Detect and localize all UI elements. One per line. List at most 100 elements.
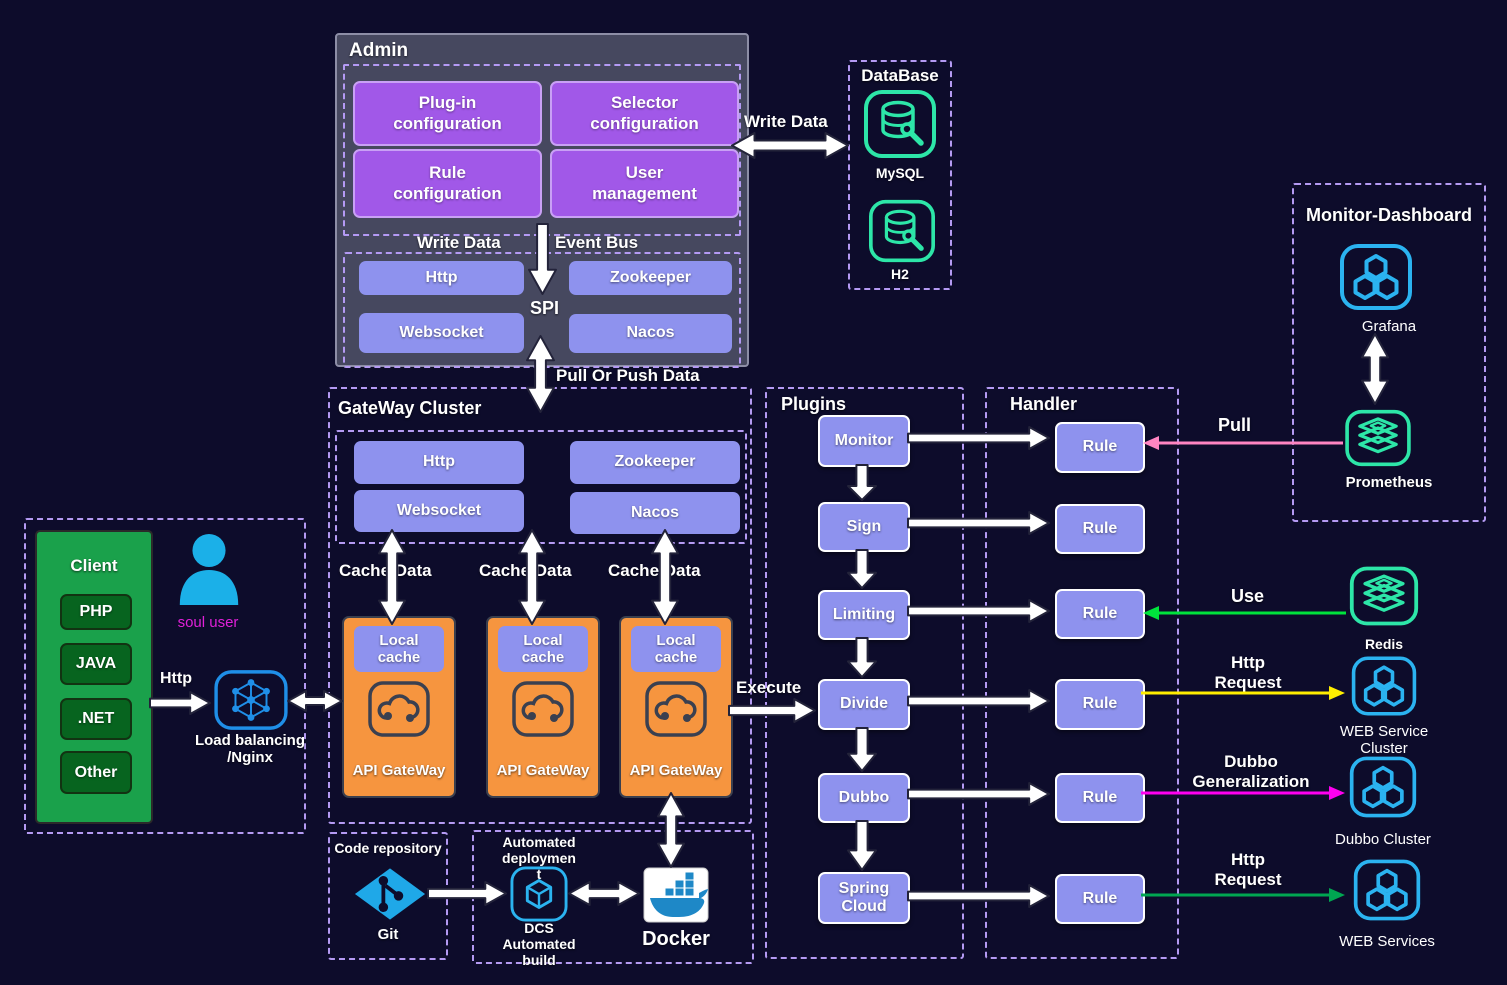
mysql-label: MySQL xyxy=(875,165,925,181)
pull-or-push-label: Pull Or Push Data xyxy=(556,366,700,385)
gateway-sync-group xyxy=(335,430,747,544)
plugin-rule-arrow-1 xyxy=(907,426,1050,450)
client-other-box: Other xyxy=(60,751,132,794)
admin-spi-arrow xyxy=(528,223,557,295)
prometheus-icon xyxy=(1339,408,1417,468)
database-box: DataBase MySQL H2 xyxy=(848,60,952,290)
dubbo-cluster-icon xyxy=(1348,752,1418,822)
automated-deployment-box: Automated deployment DCS Automated build… xyxy=(472,830,754,968)
plugin-limiting-box: Limiting xyxy=(818,590,910,640)
gateway-http-box: Http xyxy=(354,441,524,484)
plugin-configuration-box: Plug-in configuration xyxy=(353,81,542,146)
gateway-cluster-title: GateWay Cluster xyxy=(338,398,482,418)
selector-configuration-box: Selector configuration xyxy=(550,81,739,146)
http-request-label: Http Request xyxy=(1214,653,1282,692)
automated-deployment-title: Automated deployment xyxy=(502,834,576,883)
admin-nacos-box: Nacos xyxy=(569,314,732,353)
client-http-label: Http xyxy=(160,670,192,687)
nginx-gateway-arrow xyxy=(287,690,343,712)
rule-box-2: Rule xyxy=(1055,504,1145,554)
admin-panel: Admin Plug-in configuration Selector con… xyxy=(335,33,749,368)
cache-data-label-3: Cache Data xyxy=(608,561,701,580)
use-arrow xyxy=(1143,606,1346,620)
git-label: Git xyxy=(377,926,399,943)
pull-arrow xyxy=(1143,436,1343,450)
git-icon xyxy=(354,866,426,922)
admin-zookeeper-box: Zookeeper xyxy=(569,261,732,295)
rule-box-6: Rule xyxy=(1055,874,1145,924)
cache-data-label-1: Cache Data xyxy=(339,561,432,580)
plugin-springcloud-box: Spring Cloud xyxy=(818,872,910,924)
http-request-arrow-2 xyxy=(1141,888,1345,902)
redis-icon xyxy=(1348,561,1420,631)
dubbo-generalization-arrow xyxy=(1141,786,1345,800)
user-management-box: User management xyxy=(550,149,739,218)
client-panel: Client PHP JAVA .NET Other xyxy=(35,530,153,824)
plugin-rule-arrow-3 xyxy=(907,599,1050,623)
cloud-gateway-icon-2 xyxy=(511,680,575,738)
cache-data-arrow-3 xyxy=(651,529,679,625)
api-gateway-label-2: API GateWay xyxy=(496,762,590,779)
execute-label: Execute xyxy=(736,678,802,697)
plugin-monitor-box: Monitor xyxy=(818,415,910,467)
plugin-chain-arrow-4 xyxy=(847,727,877,772)
plugin-sign-box: Sign xyxy=(818,502,910,552)
grafana-prometheus-arrow xyxy=(1361,333,1389,405)
handler-box: Handler Rule Rule Rule Rule Rule Rule xyxy=(985,387,1179,959)
plugin-rule-arrow-5 xyxy=(907,782,1050,806)
prometheus-label: Prometheus xyxy=(1345,474,1433,491)
api-gateway-node-3: Local cache API GateWay xyxy=(619,616,733,798)
plugin-rule-arrow-2 xyxy=(907,511,1050,535)
dubbo-cluster-label: Dubbo Cluster xyxy=(1335,831,1431,848)
handler-title: Handler xyxy=(1010,394,1078,414)
http-request-label-2: Http Request xyxy=(1214,850,1282,889)
gateway-websocket-box: Websocket xyxy=(354,490,524,532)
rule-box-3: Rule xyxy=(1055,589,1145,639)
rule-box-5: Rule xyxy=(1055,773,1145,823)
plugin-rule-arrow-4 xyxy=(907,689,1050,713)
local-cache-box-2: Local cache xyxy=(498,626,588,672)
plugin-chain-arrow-2 xyxy=(847,549,877,589)
client-box: Client PHP JAVA .NET Other soul user Htt… xyxy=(24,518,306,834)
gateway-zookeeper-box: Zookeeper xyxy=(570,441,740,484)
soul-user-label: soul user xyxy=(177,614,239,631)
spi-label: SPI xyxy=(530,298,560,318)
web-service-cluster-label: WEB Service Cluster xyxy=(1339,723,1429,758)
load-balancer-icon xyxy=(212,668,290,732)
cache-data-arrow-1 xyxy=(378,529,406,625)
http-request-arrow xyxy=(1141,686,1345,700)
client-title: Client xyxy=(70,556,118,575)
web-services-icon xyxy=(1352,855,1422,925)
event-bus-label: Event Bus xyxy=(555,233,639,252)
client-php-box: PHP xyxy=(60,594,132,630)
code-repository-title: Code repository xyxy=(334,840,442,856)
client-java-box: JAVA xyxy=(60,643,132,685)
admin-http-box: Http xyxy=(359,261,524,295)
dubbo-generalization-label: Dubbo Generalization xyxy=(1192,752,1310,791)
plugins-box: Plugins Monitor Sign Limiting Divide Dub… xyxy=(765,387,964,959)
load-balancer-label: Load balancing /Nginx xyxy=(194,732,305,767)
cloud-gateway-icon-3 xyxy=(644,680,708,738)
client-dotnet-box: .NET xyxy=(60,698,132,740)
h2-database-icon xyxy=(864,198,940,264)
dcs-icon xyxy=(509,865,569,923)
dcs-docker-arrow xyxy=(568,881,640,906)
write-data-db-label: Write Data xyxy=(744,112,828,131)
admin-websocket-box: Websocket xyxy=(359,313,524,353)
docker-gateway-arrow xyxy=(657,792,685,868)
rule-box-4: Rule xyxy=(1055,679,1145,730)
dcs-label: DCS Automated build xyxy=(502,920,576,969)
api-gateway-label-1: API GateWay xyxy=(352,762,446,779)
git-dcs-arrow xyxy=(427,881,507,906)
write-data-label: Write Data xyxy=(417,233,501,252)
use-label: Use xyxy=(1231,586,1265,606)
docker-icon xyxy=(643,867,709,923)
h2-label: H2 xyxy=(891,266,909,282)
gateway-cluster-box: GateWay Cluster Http Websocket Zookeeper… xyxy=(328,387,752,824)
cache-data-label-2: Cache Data xyxy=(479,561,572,580)
plugin-dubbo-box: Dubbo xyxy=(818,773,910,823)
plugins-title: Plugins xyxy=(781,394,847,414)
rule-configuration-box: Rule configuration xyxy=(353,149,542,218)
pull-push-arrow xyxy=(526,335,555,413)
grafana-label: Grafana xyxy=(1361,318,1417,335)
